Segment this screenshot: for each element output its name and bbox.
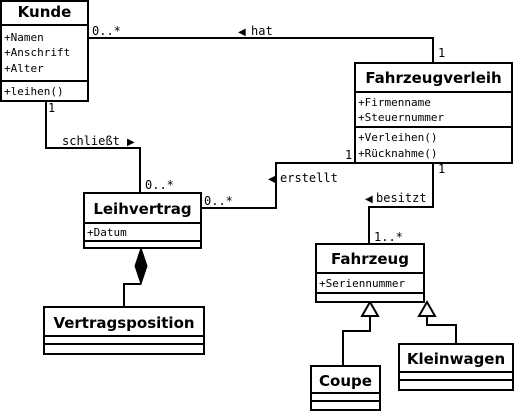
class-kunde-attribute: +Anschrift [4,46,70,59]
class-fahrzeugverleih-attribute: +Steuernummer [358,111,444,124]
class-fahrzeugverleih[interactable]: Fahrzeugverleih +Firmenname +Steuernumme… [354,62,513,164]
label-erstellt: erstellt [280,171,338,185]
class-coupe[interactable]: Coupe [310,365,381,411]
mult-besitzt-fahrzeug: 1..* [374,230,403,244]
class-kleinwagen[interactable]: Kleinwagen [398,343,514,391]
label-hat: hat [251,24,273,38]
mult-erstellt-verleih: 1 [345,148,352,162]
mult-hat-kunde: 0..* [92,24,121,38]
class-kunde-attribute: +Namen [4,31,44,44]
label-besitzt: besitzt [376,191,427,205]
arrow-schliesst-icon: ▶ [127,137,135,148]
composition-line [123,283,141,307]
mult-schliesst-vertrag: 0..* [145,178,174,192]
class-fahrzeug-attribute: +Seriennummer [319,277,405,290]
association-erstellt-line [201,162,355,209]
class-kunde[interactable]: Kunde +Namen +Anschrift +Alter +leihen() [0,0,89,102]
mult-erstellt-vertrag: 0..* [204,194,233,208]
association-besitzt-line [368,163,434,244]
class-vertragsposition-name: Vertragsposition [53,314,194,332]
arrow-besitzt-icon: ◀ [365,194,373,205]
label-schliesst: schließt [62,134,120,148]
mult-besitzt-verleih: 1 [438,162,445,176]
class-fahrzeugverleih-operation: +Rücknahme() [358,147,437,160]
class-leihvertrag[interactable]: Leihvertrag +Datum [83,192,202,249]
class-leihvertrag-attribute: +Datum [87,226,127,239]
generalization-coupe-triangle-icon [360,299,380,317]
class-kunde-operation: +leihen() [4,85,64,98]
association-hat-line [88,37,434,63]
mult-schliesst-kunde: 1 [48,101,55,115]
composition-diamond-icon [134,246,148,286]
class-kleinwagen-name: Kleinwagen [407,350,505,368]
class-fahrzeug-name: Fahrzeug [331,250,409,268]
class-kunde-attribute: +Alter [4,62,44,75]
arrow-hat-icon: ◀ [238,27,246,38]
class-leihvertrag-name: Leihvertrag [93,200,191,218]
association-schliesst-line [45,101,141,193]
class-coupe-name: Coupe [319,372,372,390]
generalization-kleinwagen-triangle-icon [417,299,437,317]
generalization-kleinwagen-line [426,316,457,344]
arrow-erstellt-icon: ◀ [268,174,276,185]
class-fahrzeug[interactable]: Fahrzeug +Seriennummer [315,243,425,303]
generalization-coupe-line [342,316,371,366]
mult-hat-verleih: 1 [438,46,445,60]
class-fahrzeugverleih-name: Fahrzeugverleih [365,69,501,87]
class-fahrzeugverleih-operation: +Verleihen() [358,131,437,144]
class-fahrzeugverleih-attribute: +Firmenname [358,96,431,109]
class-kunde-name: Kunde [18,3,72,21]
class-vertragsposition[interactable]: Vertragsposition [43,306,205,355]
